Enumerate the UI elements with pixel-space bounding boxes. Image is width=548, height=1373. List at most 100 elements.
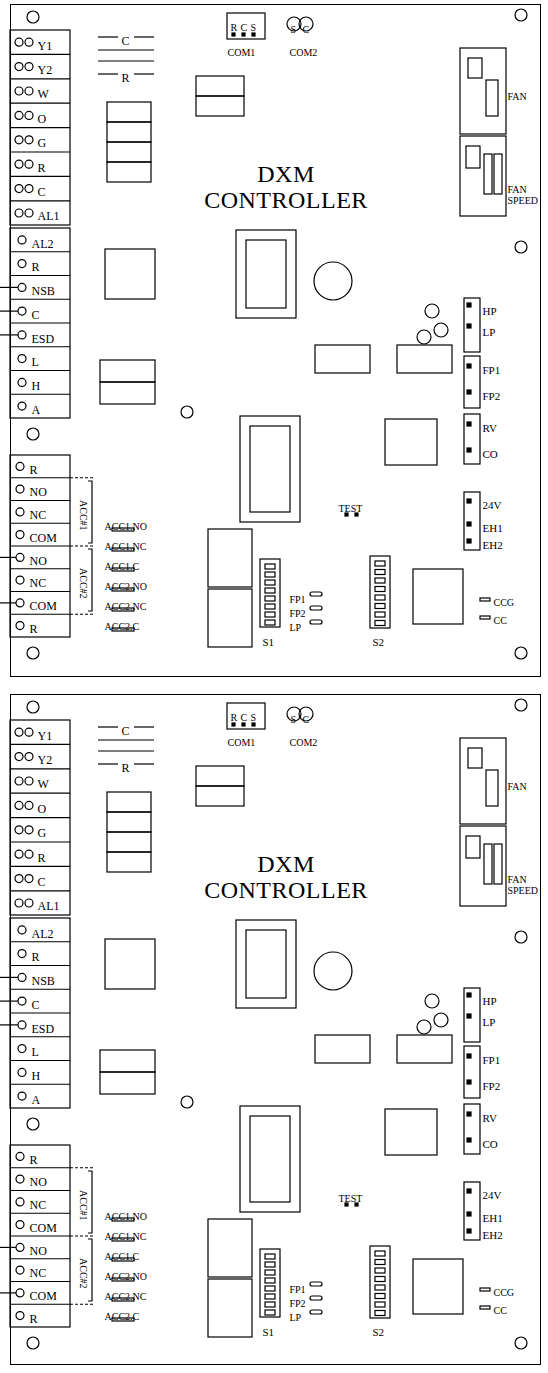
board-label: HP (483, 996, 497, 1007)
board-label: ACC2.C (105, 1312, 140, 1322)
board-label: NSB (32, 285, 55, 297)
controller-board: DXM CONTROLLERRCSCOM1SCCOM2CRY1Y2WOGRCAL… (10, 694, 541, 1365)
board-label: ACC#2 (78, 568, 88, 599)
board-label: FAN SPEED (508, 874, 541, 897)
board-label: L (32, 1046, 39, 1058)
board-label: R (122, 762, 130, 774)
board-label: A (32, 1094, 41, 1106)
board-label: ACC1.NO (105, 522, 148, 532)
board-label: ACC2.NC (105, 602, 147, 612)
board-label: R (32, 261, 40, 273)
board-label: FAN (508, 782, 527, 792)
board-label: ESD (32, 333, 55, 345)
board-label: S1 (263, 637, 275, 648)
board-label: C (241, 713, 248, 723)
board-label: FAN (508, 92, 527, 102)
board-title: DXM CONTROLLER (176, 161, 396, 213)
board-label: ACC2.NC (105, 1292, 147, 1302)
board-label: C (38, 876, 46, 888)
board-label: R (38, 162, 46, 174)
board-label: S (291, 715, 297, 725)
board-label: CCG (494, 598, 515, 608)
board-label: O (38, 803, 47, 815)
board-label: LP (483, 327, 496, 338)
board-drawing (0, 699, 527, 1349)
board-label: COM (30, 600, 57, 612)
board-label: S (251, 23, 257, 33)
board-label: R (38, 852, 46, 864)
board-label: FP2 (483, 1081, 501, 1092)
board-label: AL2 (32, 238, 54, 250)
board-label: Y2 (38, 754, 53, 766)
board-label: COM2 (290, 48, 318, 58)
board-label: FP1 (483, 365, 501, 376)
board-label: CC (494, 1306, 507, 1316)
board-label: NC (30, 509, 47, 521)
board-label: LP (483, 1017, 496, 1028)
board-label: TEST (339, 1194, 363, 1204)
board-label: ACC#2 (78, 1258, 88, 1289)
board-label: S (291, 25, 297, 35)
board-label: NC (30, 577, 47, 589)
board-label: EH2 (483, 1230, 503, 1241)
board-label: S2 (373, 637, 385, 648)
board-label: S2 (373, 1327, 385, 1338)
board-label: R (231, 23, 238, 33)
board-label: H (32, 1070, 41, 1082)
board-label: COM (30, 1222, 57, 1234)
board-label: EH1 (483, 1213, 503, 1224)
board-label: R (122, 72, 130, 84)
board-label: LP (290, 623, 302, 633)
board-label: G (38, 137, 47, 149)
board-label: Y1 (38, 730, 53, 742)
board-label: COM1 (228, 738, 256, 748)
board-label: FAN SPEED (508, 184, 541, 207)
board-label: C (32, 999, 40, 1011)
board-label: 24V (483, 500, 502, 511)
board-label: H (32, 380, 41, 392)
board-label: NO (30, 555, 47, 567)
board-label: CO (483, 449, 498, 460)
board-label: C (303, 25, 310, 35)
board-label: NO (30, 486, 47, 498)
board-label: NO (30, 1245, 47, 1257)
board-label: G (38, 827, 47, 839)
board-label: AL1 (38, 210, 60, 222)
board-label: AL1 (38, 900, 60, 912)
board-label: FP2 (290, 1299, 306, 1309)
board-label: W (38, 88, 49, 100)
board-label: C (122, 35, 130, 47)
board-label: FP1 (290, 1285, 306, 1295)
board-label: ACC1.NO (105, 1212, 148, 1222)
board-label: TEST (339, 504, 363, 514)
board-label: NSB (32, 975, 55, 987)
board-label: S (251, 713, 257, 723)
board-label: NC (30, 1199, 47, 1211)
board-label: COM2 (290, 738, 318, 748)
board-label: C (32, 309, 40, 321)
board-label: NO (30, 1176, 47, 1188)
board-label: W (38, 778, 49, 790)
board-label: FP2 (290, 609, 306, 619)
board-label: EH2 (483, 540, 503, 551)
board-label: R (30, 623, 38, 635)
board-drawing (0, 9, 527, 659)
board-label: FP1 (483, 1055, 501, 1066)
board-label: L (32, 356, 39, 368)
board-label: RV (483, 1113, 497, 1124)
board-label: ACC1.C (105, 1252, 140, 1262)
board-label: LP (290, 1313, 302, 1323)
board-label: Y1 (38, 40, 53, 52)
board-label: C (241, 23, 248, 33)
board-label: COM (30, 532, 57, 544)
board-label: C (122, 725, 130, 737)
board-label: COM (30, 1290, 57, 1302)
board-label: R (231, 713, 238, 723)
board-label: C (38, 186, 46, 198)
board-label: CO (483, 1139, 498, 1150)
board-label: R (32, 951, 40, 963)
board-label: ACC1.NC (105, 542, 147, 552)
board-label: A (32, 404, 41, 416)
board-label: ACC2.C (105, 622, 140, 632)
